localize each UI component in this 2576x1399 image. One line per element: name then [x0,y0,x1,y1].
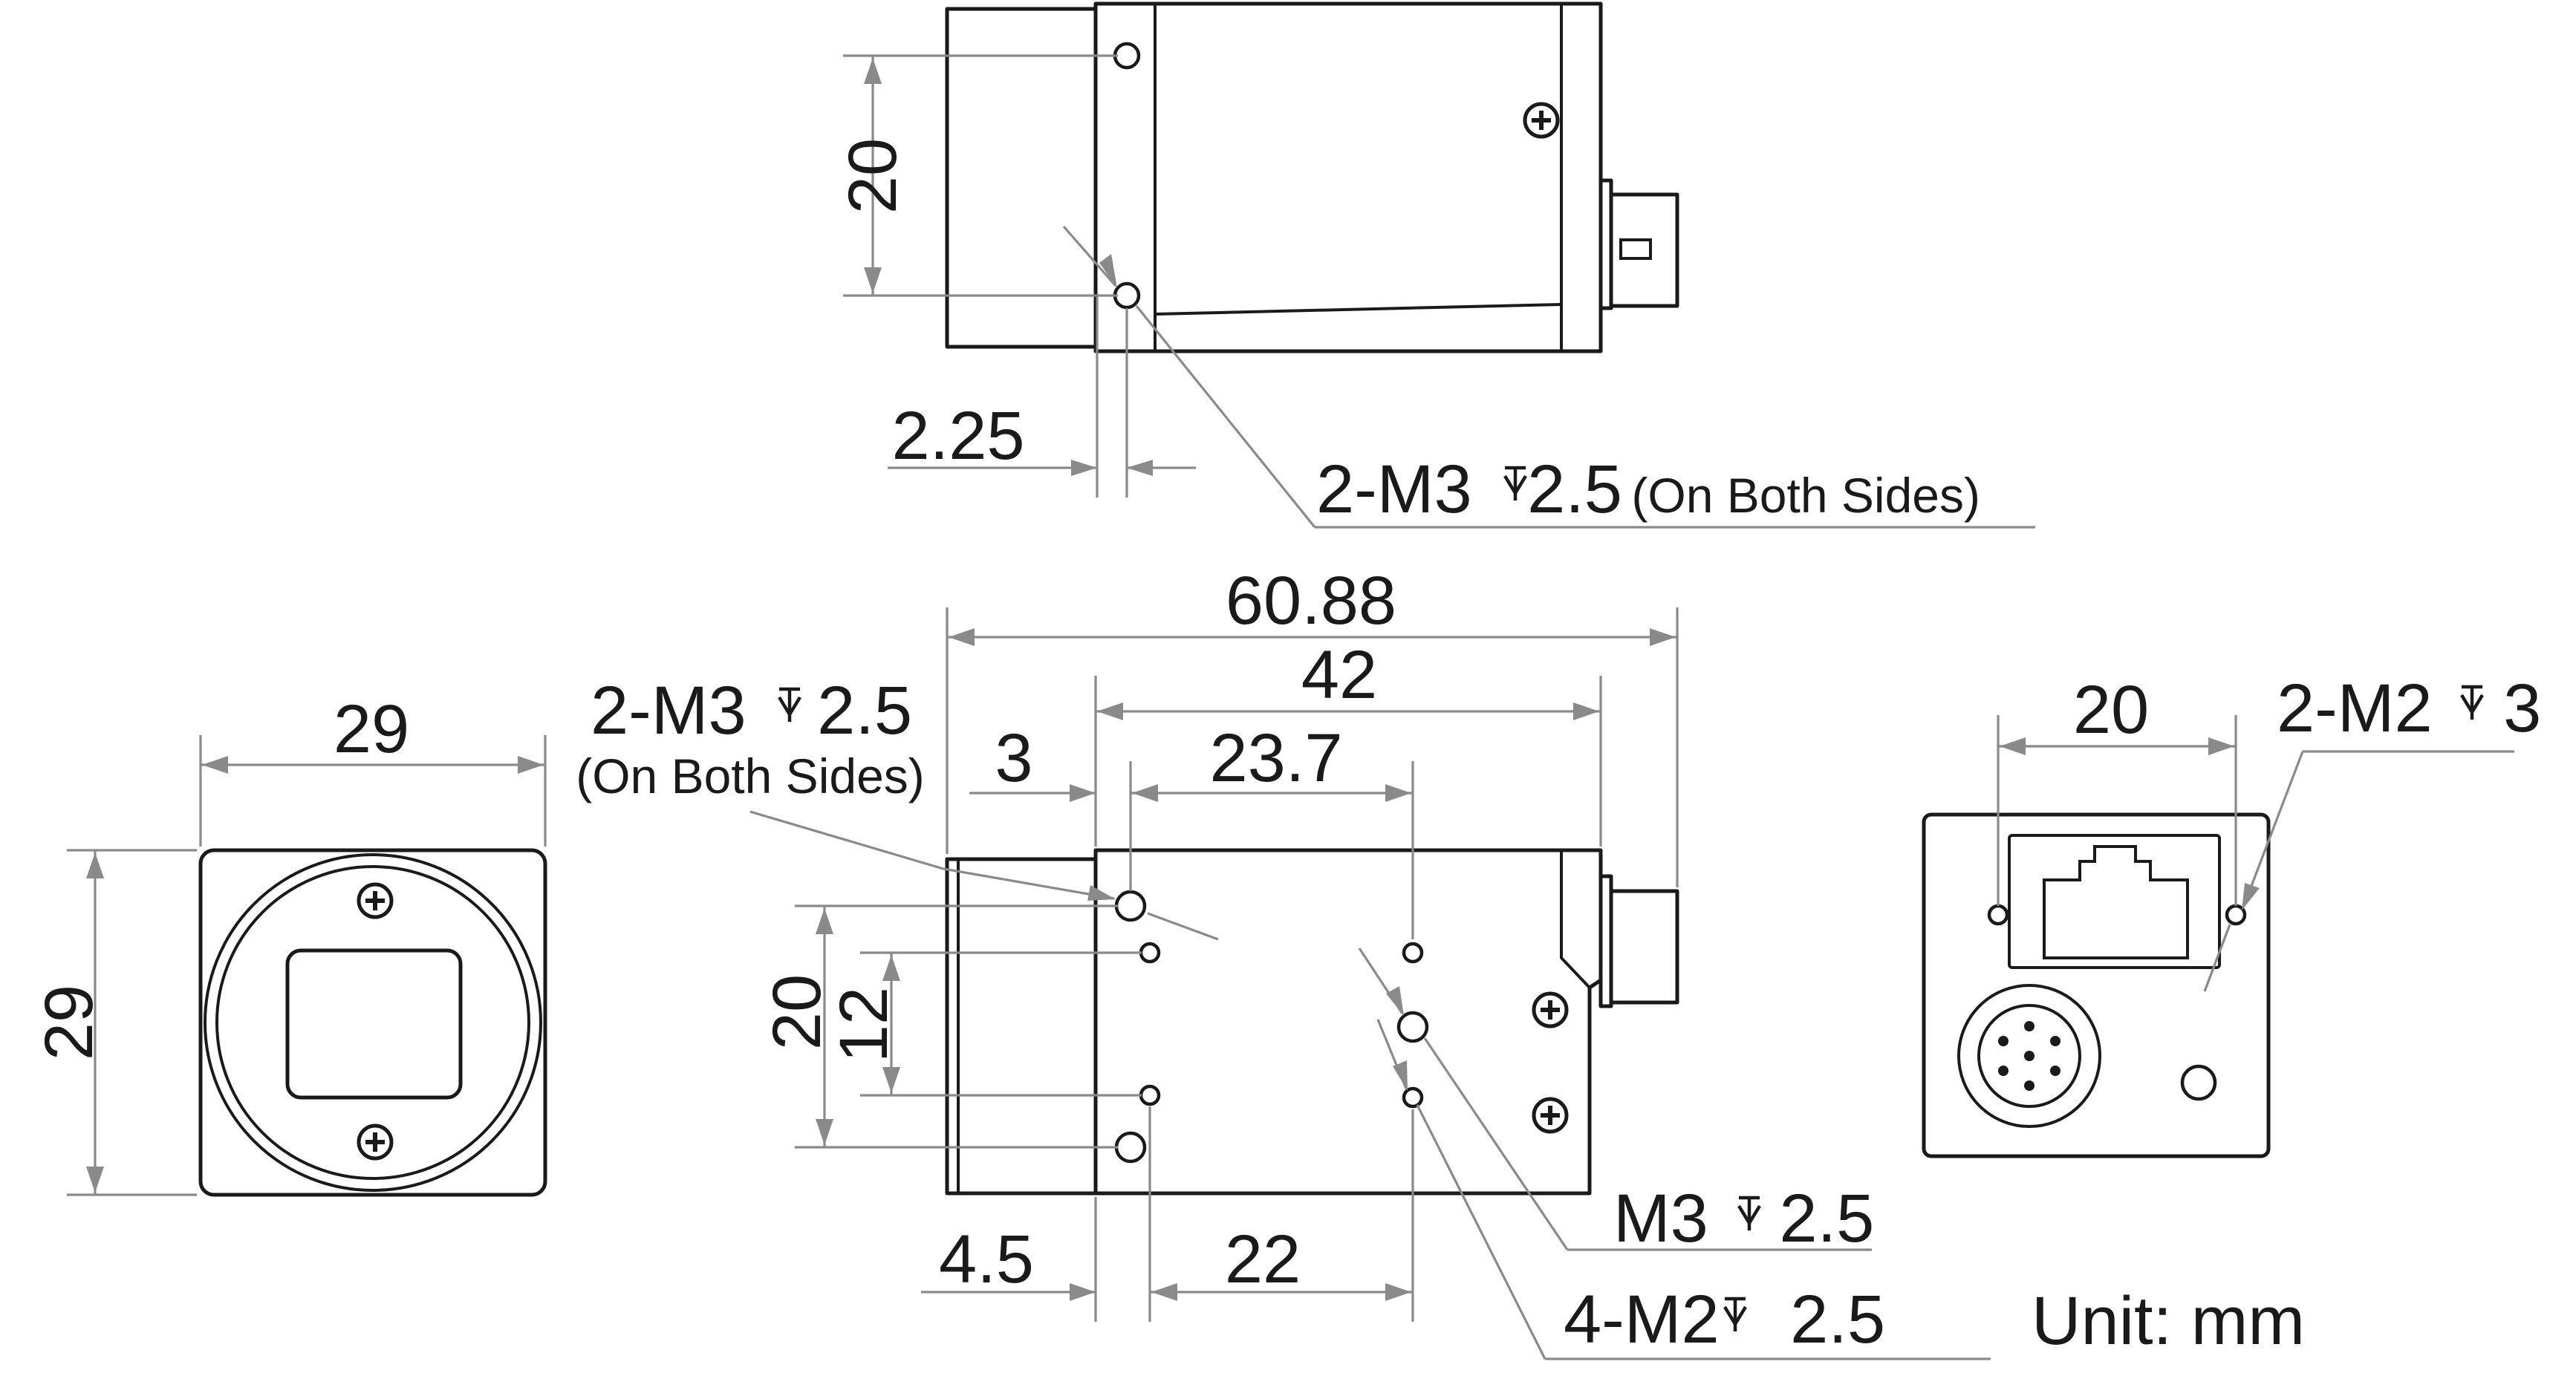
side-view-inner-height-label: 12 [826,987,902,1063]
side-view-spacing-label: 23.7 [1209,720,1342,796]
top-view-housing [1093,1,1603,353]
side-view-callout-center: M3 2.5 [1613,1181,1874,1256]
top-view-hole-upper [1113,42,1141,70]
side-view-hole-center-lower [1402,1086,1424,1109]
side-view-front-label: 3 [995,720,1032,796]
side-view-center-counterbore-icon [1739,1198,1760,1230]
top-view-counterbore-icon [1505,468,1526,500]
top-view-lens-mount [945,7,1098,349]
side-view-callout-thread: 2-M3 2.5 [591,673,912,749]
side-view-outer-height-label: 20 [759,974,835,1050]
front-view-width-label: 29 [334,691,409,767]
side-view-left-label: 4.5 [939,1222,1034,1297]
rear-view-hole-left [1987,904,2009,926]
side-view-hole-center [1396,1011,1429,1043]
rear-view-gpio-pins [1998,1021,2061,1091]
rear-view-counterbore-icon [2462,687,2482,720]
front-view-sensor [285,948,463,1100]
side-view-lens-mount [945,857,1098,1196]
top-view-edge-line [1154,303,1562,316]
side-view-body-label: 42 [1301,637,1377,713]
side-view-callout-note: (On Both Sides) [576,749,925,803]
top-view-offset-label: 2.25 [891,398,1024,474]
front-view-screw-top-icon [359,884,391,917]
rear-view-callout: 2-M2 3 [2277,671,2541,746]
side-view-counterbore-icon [779,689,800,722]
side-view-hole-center-upper [1402,942,1424,964]
top-view: 20 2.25 2-M3 2.5 (On Both Sides) [835,1,2035,529]
side-view-overall-label: 60.88 [1226,563,1396,639]
top-view-connector-latch [1619,238,1652,260]
front-view-mount-outer [204,853,542,1192]
front-view-screw-bottom-icon [359,1126,391,1158]
side-view-hole-m3-lower [1114,1131,1147,1164]
side-view-housing [1093,848,1603,1196]
rear-view: 20 2-M2 3 [1922,671,2541,1158]
front-view-mount-inner [215,865,530,1180]
rear-view-rj45-port [2008,834,2221,969]
rear-view-led [2180,1064,2217,1101]
rear-view-rj45-inner [2043,845,2189,959]
front-view: 29 29 [31,691,547,1197]
top-view-hole-lower [1113,281,1141,310]
rear-view-gpio-inner [1977,1004,2081,1108]
side-view-screw-upper-icon [1534,994,1567,1026]
side-view-rear-plate [1560,850,1591,989]
rear-view-body [1922,812,2271,1158]
front-view-height-label: 29 [31,985,107,1060]
side-view-hole-m3-upper [1114,890,1147,922]
top-view-height-label: 20 [835,138,911,214]
side-view-hole-m2-upper [1139,942,1161,964]
side-view-connector [1609,889,1679,1005]
unit-label: Unit: mm [2032,1283,2305,1359]
top-view-connector [1609,192,1679,308]
top-view-callout: 2-M3 2.5 (On Both Sides) [1316,451,1980,527]
side-view-bottom-label: 22 [1225,1222,1301,1297]
top-view-screw-icon [1525,104,1558,137]
side-view-callout-four: 4-M2 2.5 [1564,1282,1885,1357]
side-view-screw-lower-icon [1534,1099,1567,1132]
rear-view-width-label: 20 [2073,672,2149,748]
side-view: 60.88 42 3 23.7 20 12 [576,563,1991,1360]
side-view-hole-m2-lower [1139,1084,1161,1106]
rear-view-gpio-outer [1957,984,2101,1128]
